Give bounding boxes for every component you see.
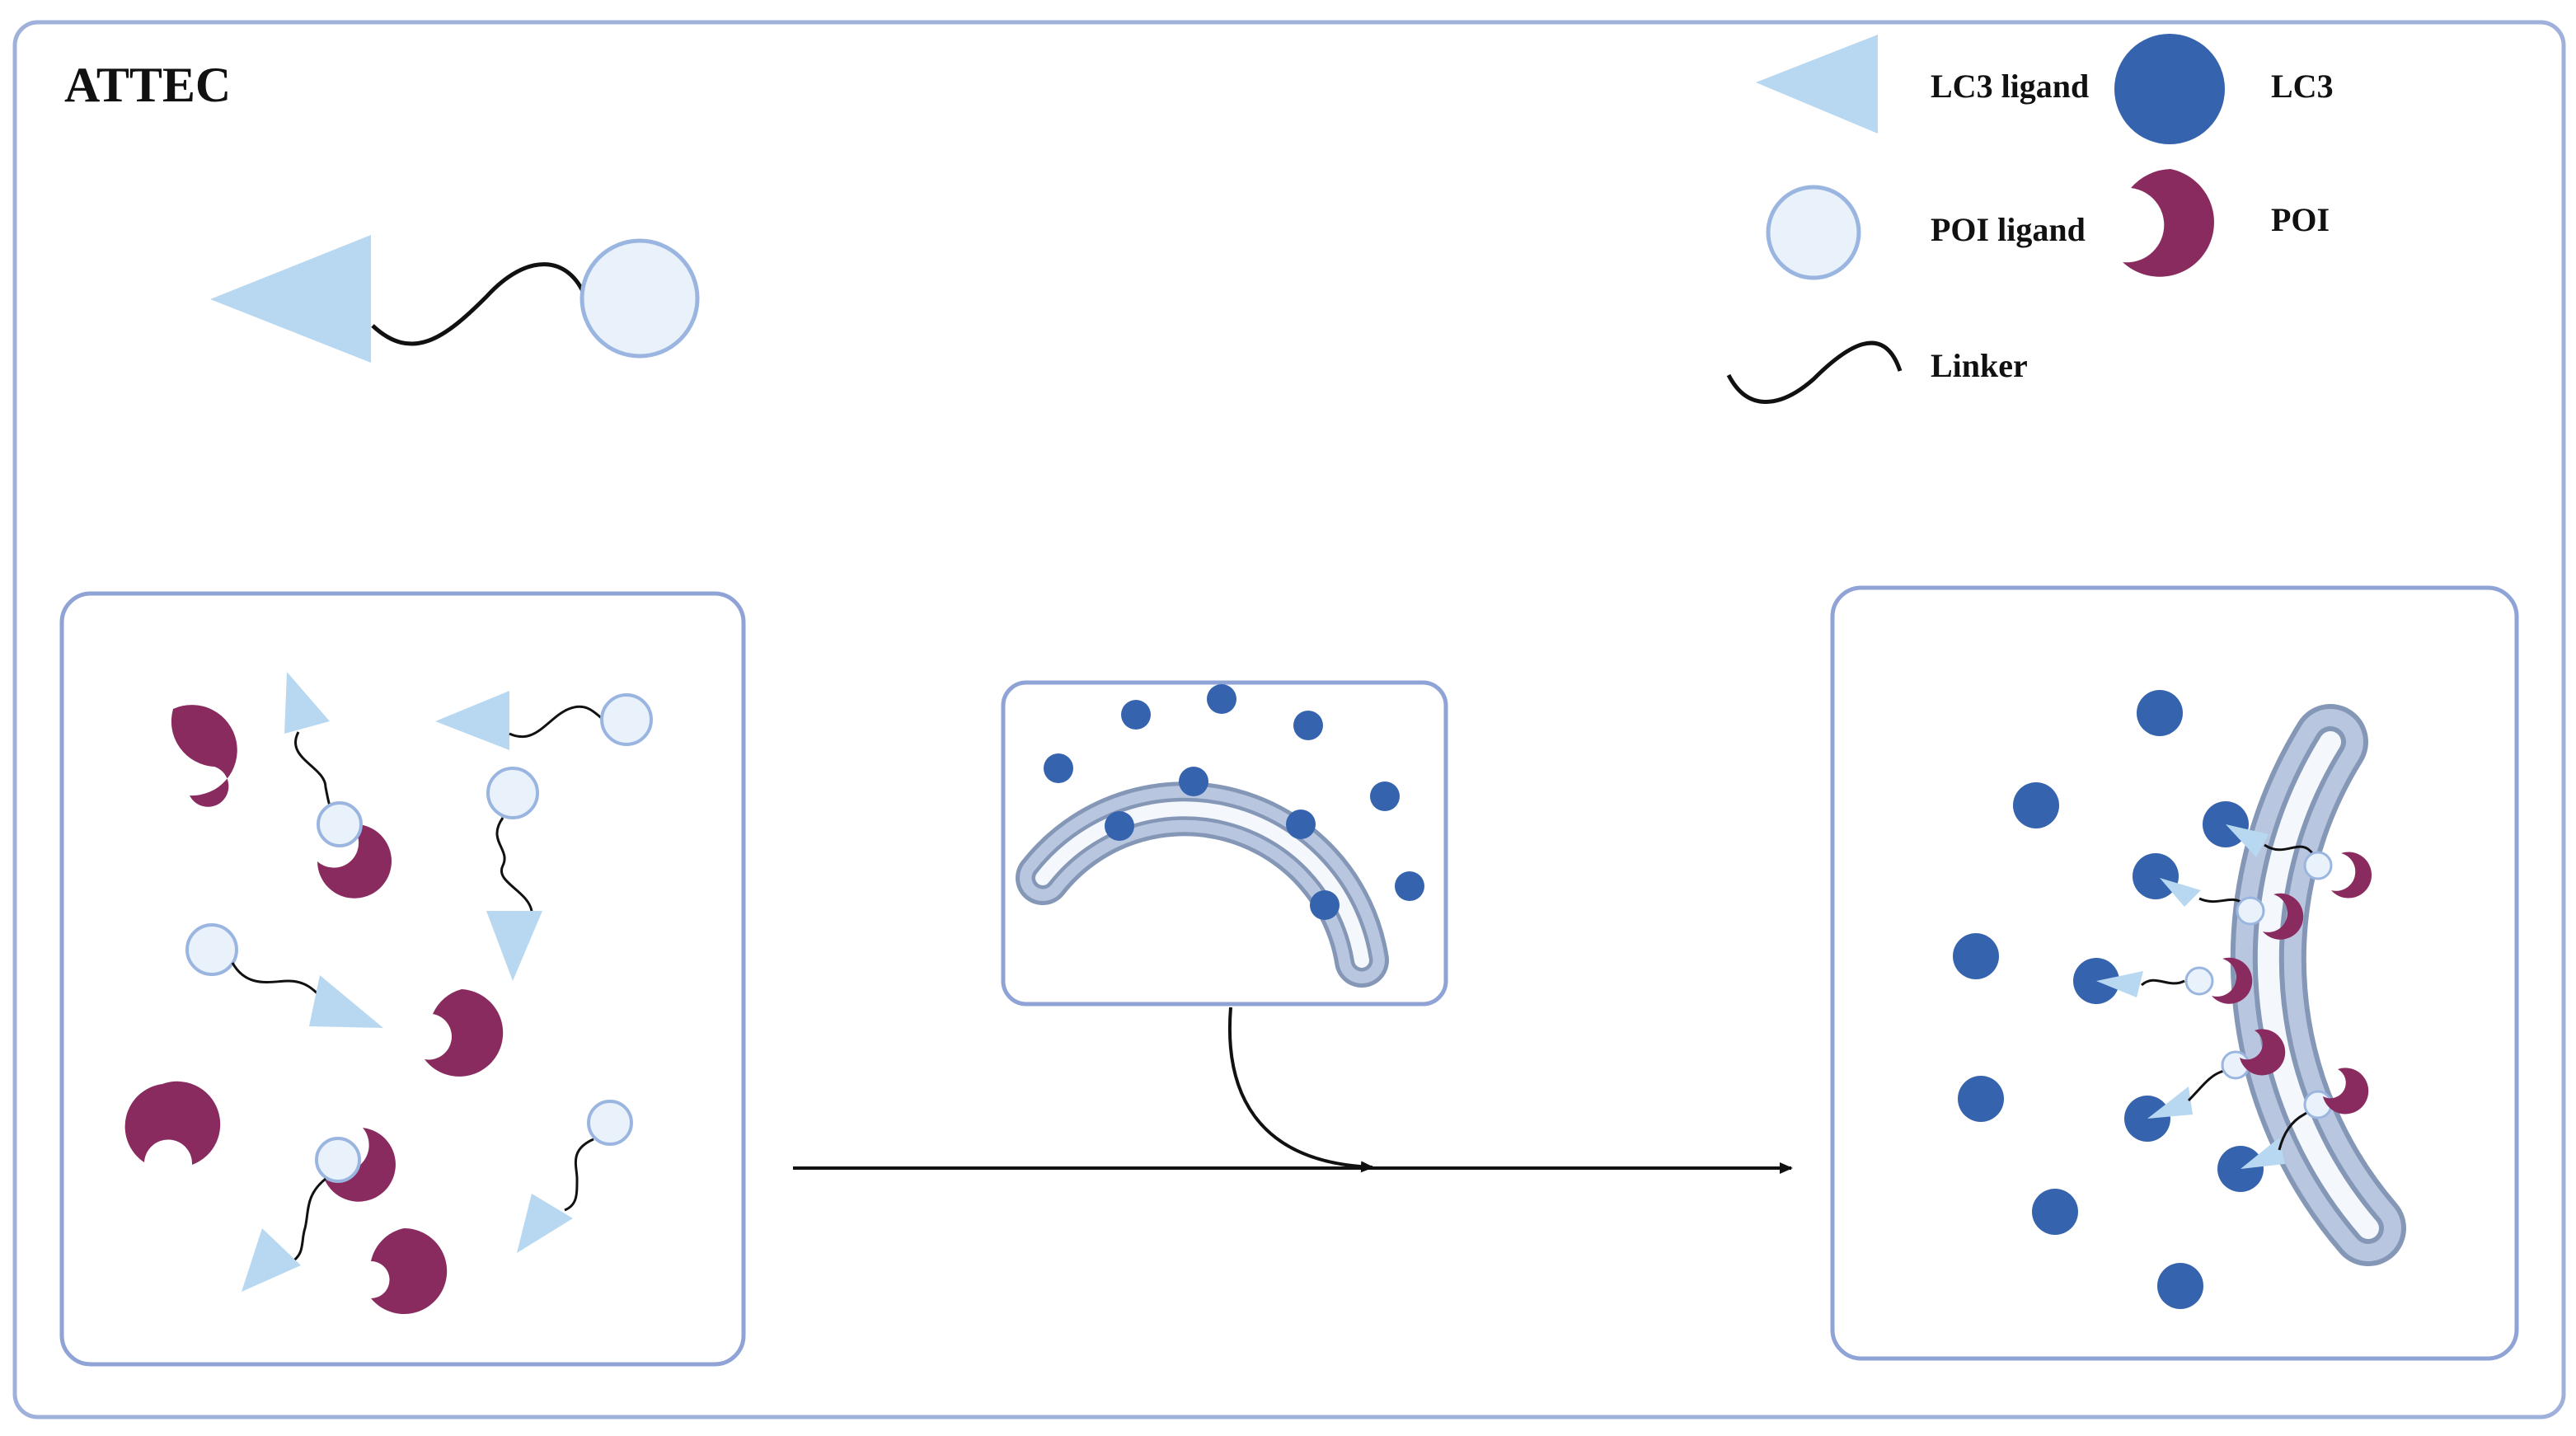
legend-item-poi: POI — [2123, 169, 2330, 277]
linker-icon — [231, 962, 323, 999]
linker-icon — [495, 817, 533, 912]
lc3-icon — [1293, 711, 1323, 740]
poi-icon — [2123, 169, 2214, 277]
lc3-icon — [1953, 933, 1999, 979]
lc3-icon — [2013, 782, 2059, 828]
legend-label-poi: POI — [2271, 201, 2330, 238]
poi-icon — [371, 1227, 448, 1314]
poi-ligand-icon — [315, 1137, 361, 1183]
poi-ligand-icon — [587, 1100, 633, 1146]
poi-group — [124, 705, 674, 1314]
lc3-ligand-icon — [210, 235, 371, 363]
legend-label-linker: Linker — [1931, 347, 2028, 384]
lc3-icon — [1105, 811, 1134, 841]
lc3-ligand-icon — [2226, 824, 2269, 857]
legend-label-lc3: LC3 — [2271, 68, 2334, 105]
attec-construct — [210, 235, 700, 363]
poi-icon — [2331, 852, 2372, 899]
lc3-ligand-icon — [284, 672, 330, 734]
captured-complexes — [2073, 801, 2372, 1192]
lc3-ligand-icon — [242, 1228, 301, 1292]
legend-item-poi-ligand: POI ligand — [1766, 185, 2086, 280]
lc3-ligand-icon — [486, 911, 542, 981]
legend-label-poi-ligand: POI ligand — [1931, 211, 2086, 248]
curved-arrow — [1227, 1007, 1374, 1173]
lc3-ligand-icon — [2096, 971, 2143, 997]
linker-icon — [509, 705, 607, 739]
poi-ligand-icon — [579, 238, 700, 359]
lc3-icon — [1179, 767, 1208, 796]
legend-item-lc3: LC3 — [2114, 34, 2334, 144]
linker-icon — [564, 1138, 594, 1212]
poi-icon — [124, 1081, 221, 1165]
lc3-icon — [1310, 890, 1340, 920]
lc3-ligand-icon — [2241, 1138, 2285, 1169]
process-arrows — [793, 1007, 1793, 1174]
attec-molecules — [185, 672, 653, 1292]
lc3-ligand-icon — [2147, 1086, 2193, 1119]
poi-icon — [2323, 1068, 2369, 1115]
linker-icon — [1726, 340, 1903, 404]
lc3-icon — [1958, 1076, 2004, 1122]
legend: LC3 ligand LC3 POI ligand POI Linker — [1726, 34, 2334, 404]
lc3-icon — [2137, 690, 2183, 736]
poi-ligand-icon — [2303, 851, 2333, 880]
poi-ligand-icon — [1766, 185, 1861, 280]
poi-icon — [321, 1128, 396, 1202]
lc3-icon — [1121, 700, 1151, 730]
poi-icon — [2212, 957, 2253, 1004]
lc3-icon — [2114, 34, 2225, 144]
poi-ligand-icon — [600, 693, 653, 746]
lc3-ligand-icon — [435, 691, 509, 750]
legend-item-lc3-ligand: LC3 ligand — [1756, 35, 2089, 134]
lc3-ligand-icon — [309, 975, 383, 1028]
lc3-ligand-icon — [517, 1194, 573, 1253]
linker-icon — [292, 1177, 326, 1263]
linker-icon — [2141, 978, 2185, 987]
lc3-ligand-icon — [1756, 35, 1878, 134]
linker-icon — [371, 262, 588, 346]
poi-ligand-icon — [185, 923, 238, 976]
lc3-icon — [2157, 1263, 2203, 1309]
lc3-icon — [1044, 753, 1073, 783]
lc3-group — [1044, 684, 1424, 920]
right-panel — [1830, 585, 2519, 1361]
poi-ligand-icon — [2236, 896, 2265, 926]
phagophore-small — [1016, 781, 1389, 988]
poi-icon — [317, 824, 392, 899]
phagophore-large — [2230, 704, 2406, 1266]
lc3-icon — [1395, 871, 1424, 901]
diagram-title: ATTEC — [64, 58, 231, 112]
poi-icon — [2263, 893, 2304, 940]
lc3-icon — [1370, 781, 1400, 811]
lc3-ligand-icon — [2160, 878, 2201, 907]
poi-ligand-icon — [2184, 966, 2214, 996]
poi-icon — [2240, 1029, 2286, 1076]
poi-icon — [171, 705, 237, 807]
middle-panel — [1001, 680, 1448, 1007]
lc3-icon — [2133, 853, 2179, 899]
legend-item-linker: Linker — [1726, 340, 2028, 404]
lc3-icon — [2032, 1189, 2078, 1235]
legend-label-lc3-ligand: LC3 ligand — [1931, 68, 2089, 105]
poi-ligand-icon — [317, 801, 363, 847]
left-panel-frame — [59, 591, 746, 1367]
poi-ligand-icon — [486, 767, 539, 819]
lc3-icon — [1207, 684, 1236, 714]
lc3-icon — [1286, 810, 1316, 839]
outer-lc3-group — [1953, 690, 2203, 1309]
left-panel — [59, 591, 746, 1367]
poi-icon — [425, 989, 504, 1077]
